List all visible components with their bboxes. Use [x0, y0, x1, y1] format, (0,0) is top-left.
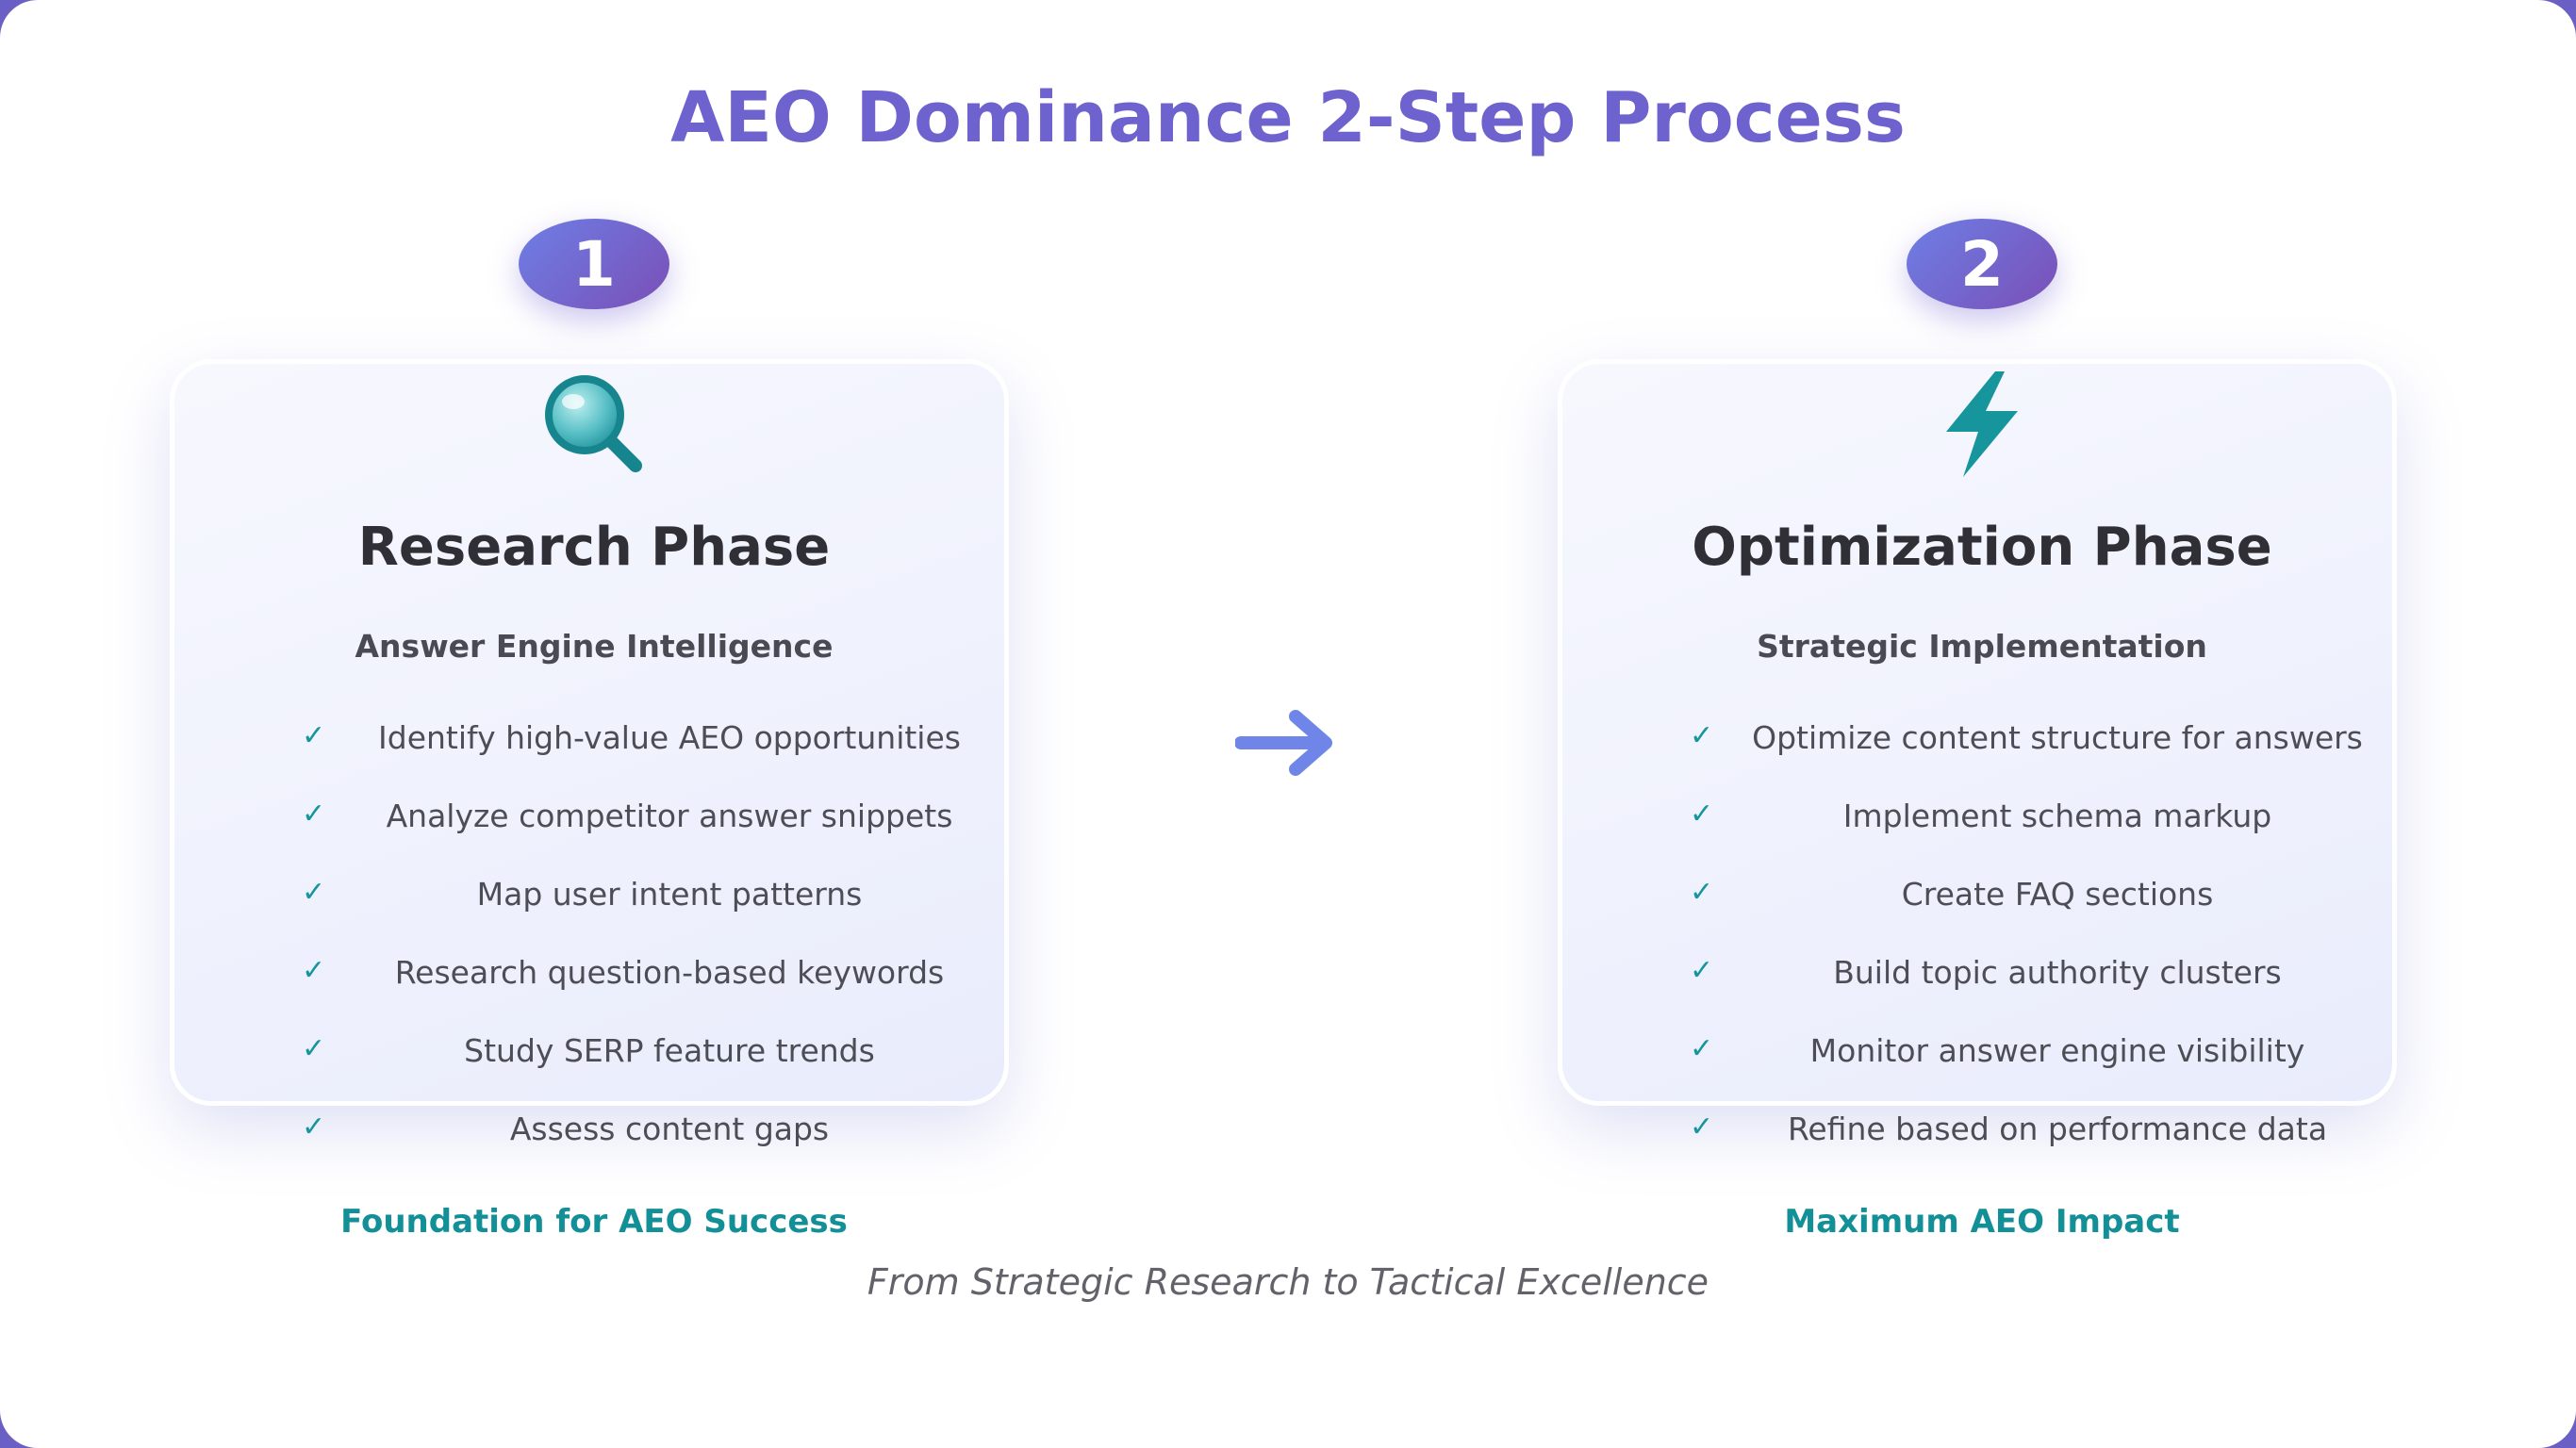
list-item: ✓ Optimize content structure for answers	[1558, 712, 2406, 790]
list-item: ✓ Create FAQ sections	[1558, 868, 2406, 946]
list-item: ✓ Identify high-value AEO opportunities	[170, 712, 1018, 790]
check-icon: ✓	[302, 1032, 326, 1065]
check-icon: ✓	[1690, 798, 1714, 831]
step-2-heading: Optimization Phase	[1692, 517, 2272, 578]
list-item: ✓ Analyze competitor answer snippets	[170, 790, 1018, 868]
check-icon: ✓	[1690, 876, 1714, 909]
list-item-text: Map user intent patterns	[476, 876, 863, 913]
list-item: ✓ Monitor answer engine visibility	[1558, 1025, 2406, 1103]
list-item: ✓ Research question-based keywords	[170, 946, 1018, 1025]
check-icon: ✓	[302, 876, 326, 909]
list-item-text: Create FAQ sections	[1901, 876, 2214, 913]
tagline: From Strategic Research to Tactical Exce…	[867, 1261, 1709, 1303]
step-2-column: Optimization Phase Strategic Implementat…	[1558, 0, 2406, 1448]
step-2-badge: 2	[1907, 219, 2057, 309]
step-1-badge: 1	[519, 219, 669, 309]
list-item: ✓ Implement schema markup	[1558, 790, 2406, 868]
page-title: AEO Dominance 2-Step Process	[670, 77, 1906, 158]
check-icon: ✓	[302, 954, 326, 987]
step-2-subheading: Strategic Implementation	[1757, 628, 2207, 665]
list-item: ✓ Refine based on performance data	[1558, 1103, 2406, 1181]
list-item-text: Build topic authority clusters	[1833, 954, 2282, 991]
check-icon: ✓	[1690, 1032, 1714, 1065]
check-icon: ✓	[1690, 1111, 1714, 1144]
step-2-footer: Maximum AEO Impact	[1784, 1203, 2180, 1241]
step-1-subheading: Answer Engine Intelligence	[355, 628, 834, 665]
list-item: ✓ Assess content gaps	[170, 1103, 1018, 1181]
step-2-list: ✓Optimize content structure for answers …	[1558, 712, 2406, 1181]
list-item-text: Monitor answer engine visibility	[1809, 1032, 2305, 1069]
step-1-footer: Foundation for AEO Success	[340, 1203, 848, 1241]
list-item: ✓ Study SERP feature trends	[170, 1025, 1018, 1103]
arrow-right-icon	[1235, 710, 1332, 776]
check-icon: ✓	[1690, 719, 1714, 752]
step-1-card	[170, 359, 1009, 1106]
list-item-text: Assess content gaps	[509, 1111, 830, 1147]
check-icon: ✓	[302, 1111, 326, 1144]
list-item-text: Research question-based keywords	[394, 954, 945, 991]
check-icon: ✓	[1690, 954, 1714, 987]
list-item-text: Implement schema markup	[1842, 798, 2272, 834]
list-item-text: Refine based on performance data	[1787, 1111, 2328, 1147]
list-item: ✓ Build topic authority clusters	[1558, 946, 2406, 1025]
step-1-heading: Research Phase	[357, 517, 831, 578]
magnifying-glass-icon	[170, 368, 1018, 481]
step-2-card	[1558, 359, 2397, 1106]
list-item-text: Identify high-value AEO opportunities	[378, 719, 961, 756]
list-item-text: Analyze competitor answer snippets	[386, 798, 953, 834]
list-item-text: Optimize content structure for answers	[1752, 719, 2363, 756]
list-item-text: Study SERP feature trends	[464, 1032, 875, 1069]
check-icon: ✓	[302, 719, 326, 752]
lightning-bolt-icon	[1558, 368, 2406, 481]
list-item: ✓ Map user intent patterns	[170, 868, 1018, 946]
step-1-column: Research Phase Answer Engine Intelligenc…	[170, 0, 1018, 1448]
step-1-list: ✓ Identify high-value AEO opportunities ✓…	[170, 712, 1018, 1181]
check-icon: ✓	[302, 798, 326, 831]
